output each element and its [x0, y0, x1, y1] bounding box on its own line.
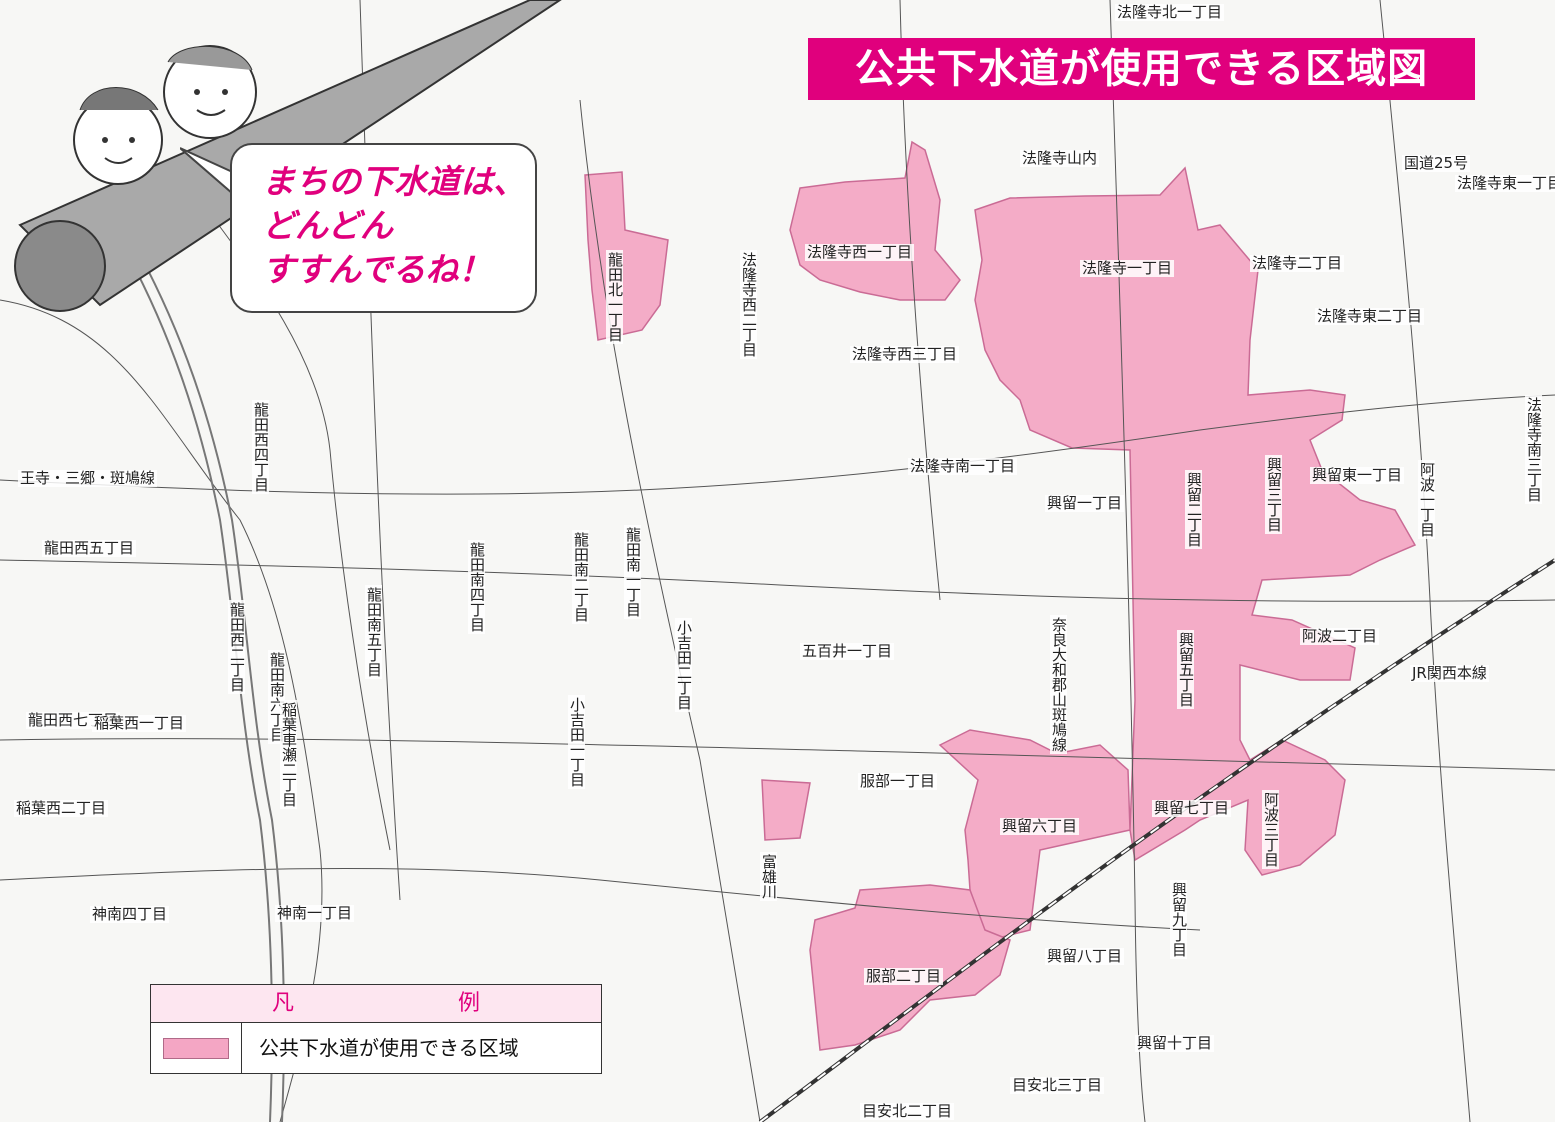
place-label: JR関西本線 [1410, 664, 1489, 682]
place-label: 稲葉西一丁目 [92, 714, 187, 732]
place-label: 法隆寺東一丁目 [1455, 175, 1555, 192]
place-label: 興留二丁目 [1185, 470, 1203, 549]
place-label: 龍田西二丁目 [228, 600, 246, 694]
place-label: 阿波二丁目 [1300, 627, 1380, 645]
place-label: 龍田南一丁目 [624, 525, 642, 619]
place-label: 龍田西四丁目 [252, 400, 270, 494]
legend-heading: 凡 例 [151, 985, 601, 1023]
place-label: 興留十丁目 [1135, 1034, 1215, 1052]
legend-swatch-cell [151, 1023, 242, 1074]
place-label: 興留五丁目 [1177, 630, 1195, 709]
speech-bubble [230, 143, 537, 313]
place-label: 稲葉西二丁目 [14, 799, 109, 817]
place-label: 龍田南四丁目 [468, 540, 486, 634]
place-label: 興留九丁目 [1170, 880, 1188, 959]
place-label: 法隆寺西一丁目 [805, 243, 915, 261]
legend-swatch [163, 1038, 229, 1059]
legend-item-label: 公共下水道が使用できる区域 [259, 1036, 519, 1060]
place-label: 稲葉車瀬二丁目 [280, 700, 298, 809]
place-label: 法隆寺東二丁目 [1315, 307, 1425, 325]
place-label: 興留一丁目 [1045, 494, 1125, 512]
place-label: 小吉田二丁目 [675, 618, 693, 712]
place-label: 法隆寺一丁目 [1080, 259, 1175, 277]
place-label: 法隆寺西三丁目 [850, 345, 960, 363]
place-label: 小吉田一丁目 [568, 695, 586, 789]
railway [758, 558, 1555, 1122]
place-label: 国道25号 [1402, 154, 1471, 172]
place-label: 王寺・三郷・斑鳩線 [18, 469, 158, 487]
place-label: 神南四丁目 [90, 905, 170, 923]
sewer-zone-hattori-ichi [761, 779, 811, 841]
speech-bubble-text: まちの下水道は、 どんどん すすんでるね！ [262, 162, 526, 289]
sewer-zone-hattori-ni [809, 884, 1011, 1051]
place-label: 興留八丁目 [1045, 947, 1125, 965]
place-label: 興留六丁目 [1000, 817, 1080, 835]
place-label: 目安北三丁目 [1010, 1076, 1105, 1094]
megaphone-bell-icon [14, 220, 106, 312]
place-label: 服部二丁目 [864, 967, 944, 985]
place-label: 法隆寺南一丁目 [908, 457, 1018, 475]
place-label: 阿波三丁目 [1262, 790, 1280, 869]
place-label: 法隆寺北一丁目 [1115, 3, 1225, 21]
place-label: 法隆寺山内 [1020, 149, 1100, 167]
place-label: 法隆寺二丁目 [1250, 254, 1345, 272]
place-label: 富雄川 [760, 852, 778, 901]
legend-row: 公共下水道が使用できる区域 [151, 1023, 601, 1074]
map-legend: 凡 例 公共下水道が使用できる区域 [150, 984, 602, 1074]
place-label: 興留七丁目 [1152, 799, 1232, 817]
place-label: 五百井一丁目 [800, 642, 895, 660]
place-label: 阿波一丁目 [1418, 460, 1436, 539]
place-label: 奈良大和郡山斑鳩線 [1050, 615, 1068, 754]
place-label: 神南一丁目 [275, 904, 355, 922]
place-label: 服部一丁目 [858, 772, 938, 790]
sewer-zone-horyuji-main [928, 166, 1417, 941]
map-title: 公共下水道が使用できる区域図 [808, 38, 1475, 100]
place-label: 龍田北一丁目 [606, 250, 624, 344]
place-label: 龍田南五丁目 [365, 585, 383, 679]
place-label: 目安北二丁目 [860, 1102, 955, 1120]
place-label: 興留三丁目 [1265, 455, 1283, 534]
place-label: 法隆寺西二丁目 [740, 250, 758, 359]
place-label: 龍田南二丁目 [572, 530, 590, 624]
place-label: 法隆寺南三丁目 [1525, 395, 1543, 504]
place-label: 龍田西五丁目 [42, 539, 137, 557]
place-label: 興留東一丁目 [1310, 466, 1405, 484]
